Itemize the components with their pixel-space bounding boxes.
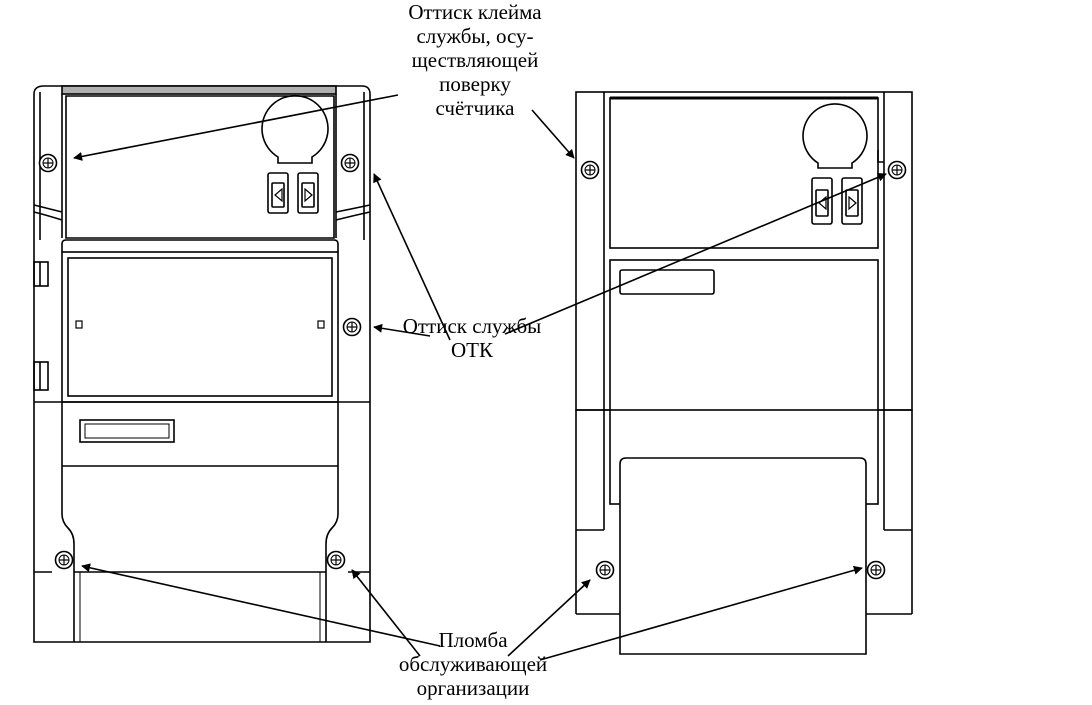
left-meter-terminal-cover xyxy=(61,466,339,642)
otk-seal-label: Оттиск службы ОТК xyxy=(402,314,542,362)
screw-icon xyxy=(340,153,360,173)
left-meter-display xyxy=(67,257,333,397)
left-meter xyxy=(33,85,371,643)
verification-seal-label: Оттиск клейма службы, осу- ществляющей п… xyxy=(408,0,542,120)
screw-icon xyxy=(54,550,74,570)
left-meter-left-button xyxy=(267,172,289,214)
left-meter-round-window xyxy=(261,94,329,164)
screw-icon xyxy=(595,560,615,580)
left-meter-housing xyxy=(33,85,371,643)
left-meter-nameplate-window xyxy=(79,419,175,443)
screw-icon xyxy=(326,550,346,570)
screw-icon xyxy=(342,317,362,337)
screw-icon xyxy=(38,153,58,173)
arrow-otk-up-left xyxy=(373,173,451,341)
arrow-service-2 xyxy=(351,569,421,657)
arrow-otk-left xyxy=(373,323,431,337)
right-meter-housing xyxy=(575,91,913,411)
service-seal-label: Пломба обслуживающей организации xyxy=(398,628,548,700)
right-meter-top-cover xyxy=(609,97,879,249)
arrow-verification-right xyxy=(531,109,575,159)
arrow-service-4 xyxy=(539,565,863,661)
right-meter-terminal-cover xyxy=(619,457,867,655)
arrow-service-1 xyxy=(81,563,441,647)
right-meter xyxy=(575,91,913,655)
right-meter-round-window xyxy=(802,103,868,169)
right-meter-nameplate-window xyxy=(619,269,715,295)
left-meter-top-band xyxy=(61,85,337,95)
screw-icon xyxy=(887,160,907,180)
right-meter-right-button xyxy=(841,177,863,225)
left-meter-top-cover xyxy=(65,95,335,239)
screw-icon xyxy=(580,160,600,180)
left-meter-display-frame xyxy=(61,251,339,403)
left-meter-right-button xyxy=(297,172,319,214)
arrow-service-3 xyxy=(507,579,591,657)
arrow-otk-right xyxy=(504,172,887,335)
screw-icon xyxy=(866,560,886,580)
right-meter-left-button xyxy=(811,177,833,225)
callout-arrows xyxy=(73,94,887,661)
arrow-verification-left xyxy=(73,94,399,161)
